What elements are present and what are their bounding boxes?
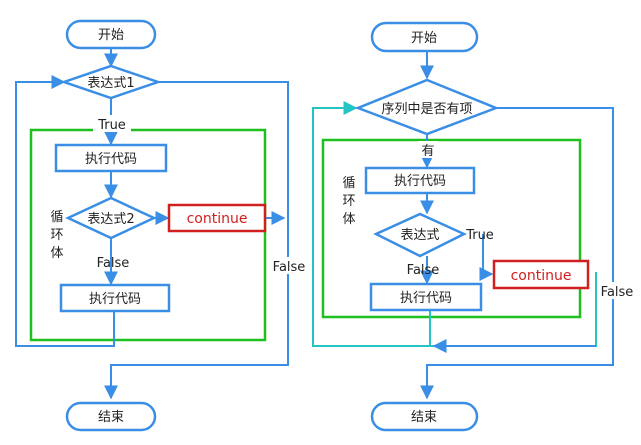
right-exec2-box <box>369 282 483 312</box>
left-true-label-bg <box>93 115 131 132</box>
left-true-label: True <box>97 118 126 133</box>
right-false-label-inner: False <box>407 263 440 278</box>
left-condition-diamond <box>60 64 162 100</box>
right-exec1-label: 执行代码 <box>394 174 446 189</box>
left-start-terminal <box>65 19 157 50</box>
left-false-label-inner: False <box>97 256 130 271</box>
right-continue-box <box>492 259 590 290</box>
right-condition-diamond <box>354 78 500 136</box>
right-arrow-cond2-to-continue <box>479 234 494 281</box>
right-false-label-outer: False <box>601 285 634 300</box>
right-continue-label: continue <box>511 268 572 284</box>
left-condition-label: 表达式1 <box>87 76 134 91</box>
right-arrow-false-exit <box>420 107 614 400</box>
left-loop-body-char-3: 体 <box>50 246 63 261</box>
right-false-label-outer-bg <box>598 282 636 299</box>
left-start-label: 开始 <box>98 28 124 43</box>
left-flowchart: 开始 表达式1 True 执行代码 表达式2 continue False 执行… <box>15 19 309 432</box>
left-exec2-label: 执行代码 <box>89 292 141 307</box>
right-yes-label-bg <box>418 141 438 158</box>
right-true-label: True <box>465 228 494 243</box>
right-loop-body-char-2: 环 <box>342 194 355 209</box>
right-loop-body-frame <box>321 138 582 319</box>
left-loop-body-char-1: 循 <box>50 210 63 225</box>
left-condition2-diamond <box>65 196 157 240</box>
left-end-terminal <box>65 401 157 432</box>
right-end-label: 结束 <box>411 410 437 425</box>
right-start-label: 开始 <box>411 31 437 46</box>
left-condition2-label: 表达式2 <box>87 212 134 227</box>
left-false-label-outer-bg <box>269 257 309 274</box>
right-start-terminal <box>370 21 479 53</box>
left-exec2-box <box>59 283 171 313</box>
right-exec2-label: 执行代码 <box>400 291 452 306</box>
right-loop-body-char-1: 循 <box>342 176 355 191</box>
right-condition2-diamond <box>373 212 467 258</box>
right-condition2-label: 表达式 <box>400 228 439 243</box>
right-flowchart: 开始 序列中是否有项 有 执行代码 表达式 True False continu… <box>312 21 636 432</box>
left-false-label-outer: False <box>273 260 306 275</box>
left-continue-box <box>167 203 267 233</box>
left-exec1-box <box>54 143 168 173</box>
left-arrow-false-exit <box>104 81 289 400</box>
left-end-label: 结束 <box>98 410 124 425</box>
right-condition-label: 序列中是否有项 <box>381 102 472 117</box>
right-loop-body-char-3: 体 <box>342 212 355 227</box>
right-arrow-loop-back <box>312 101 597 347</box>
right-exec1-box <box>364 166 476 195</box>
left-loop-body-frame <box>29 128 267 342</box>
left-continue-label: continue <box>187 211 248 227</box>
left-arrow-loop-back <box>15 75 115 347</box>
right-end-terminal <box>370 401 479 432</box>
left-loop-body-char-2: 环 <box>50 228 63 243</box>
right-yes-label: 有 <box>421 144 434 159</box>
left-exec1-label: 执行代码 <box>85 152 137 167</box>
